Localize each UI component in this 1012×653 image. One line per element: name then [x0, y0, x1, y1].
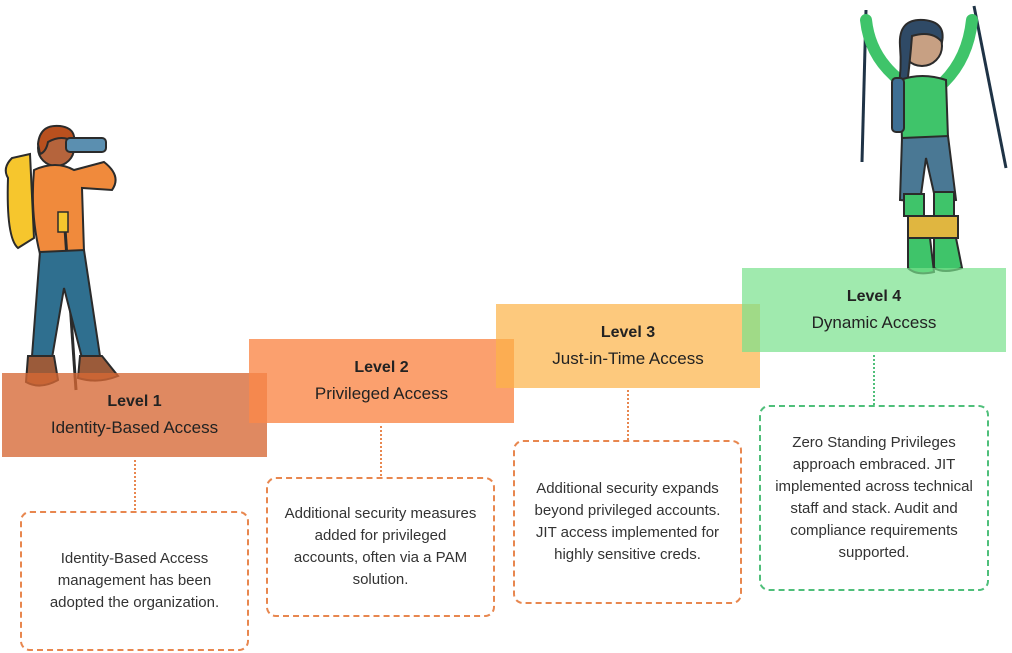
level-2-title: Level 2 [354, 358, 409, 376]
level-4-box: Level 4 Dynamic Access [742, 268, 1006, 352]
level-2-description: Additional security measures added for p… [284, 505, 477, 588]
level-2-connector [380, 426, 382, 476]
level-1-name: Identity-Based Access [50, 417, 219, 437]
level-3-name: Just-in-Time Access [552, 348, 704, 368]
level-4-description: Zero Standing Privileges approach embrac… [775, 434, 973, 561]
level-1-box: Level 1 Identity-Based Access [2, 373, 267, 457]
level-1-title: Level 1 [107, 392, 162, 410]
level-4-description-box: Zero Standing Privileges approach embrac… [759, 405, 989, 591]
level-1-connector [134, 460, 136, 510]
level-4-title: Level 4 [846, 287, 902, 305]
level-2-box: Level 2 Privileged Access [249, 339, 514, 423]
hiker-with-binoculars-icon [4, 124, 120, 391]
level-2-description-box: Additional security measures added for p… [266, 477, 495, 617]
level-3-connector [627, 390, 629, 440]
level-4-connector [873, 355, 875, 405]
level-3-title: Level 3 [600, 323, 656, 341]
level-1-description: Identity-Based Access management has bee… [49, 550, 220, 611]
level-1-description-box: Identity-Based Access management has bee… [20, 511, 249, 651]
level-2-name: Privileged Access [314, 383, 449, 403]
hiker-celebrating-icon [860, 5, 1008, 275]
level-3-box: Level 3 Just-in-Time Access [496, 304, 760, 388]
level-3-description-box: Additional security expands beyond privi… [513, 440, 742, 604]
level-3-description: Additional security expands beyond privi… [534, 480, 721, 563]
level-4-name: Dynamic Access [811, 312, 937, 332]
